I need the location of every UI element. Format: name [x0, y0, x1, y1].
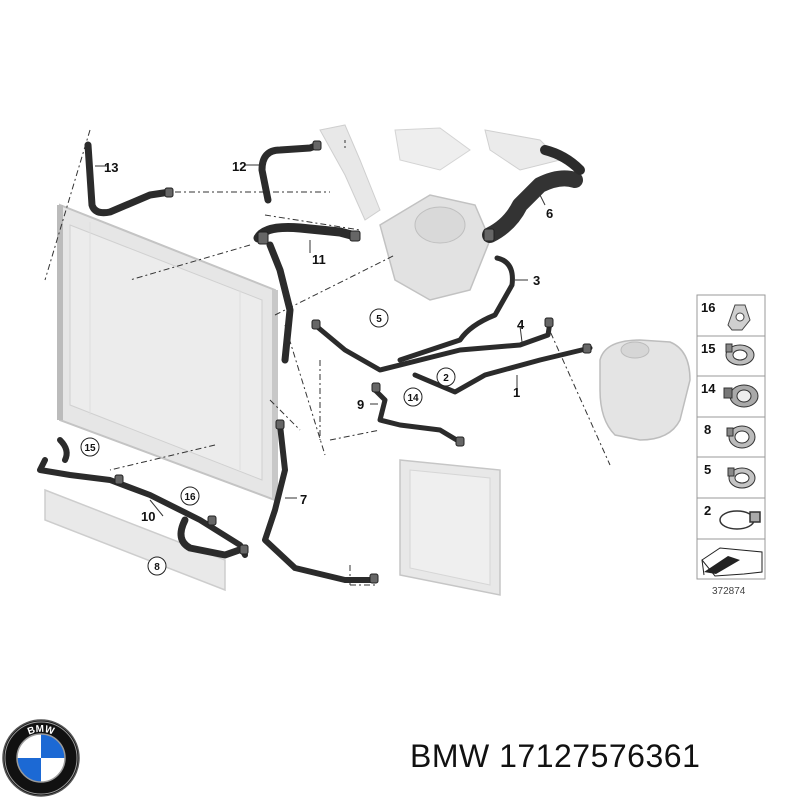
svg-text:16: 16 [184, 492, 196, 503]
brand-name: BMW [410, 738, 490, 774]
callout-13: 13 [104, 160, 118, 175]
svg-text:14: 14 [407, 393, 419, 404]
radiator [57, 203, 278, 502]
legend-item-8: 8 [704, 422, 711, 437]
clip-16-icon [727, 304, 751, 331]
clip-14-icon [723, 384, 759, 408]
callout-4: 4 [517, 317, 525, 332]
leader-lines [44, 129, 611, 586]
clip-2-icon [719, 510, 761, 530]
auxiliary-radiator [399, 459, 501, 596]
diagram-reference-number: 372874 [712, 586, 746, 597]
callout-3: 3 [533, 273, 540, 288]
svg-text:5: 5 [376, 314, 382, 325]
svg-text:2: 2 [443, 373, 449, 384]
callout-6: 6 [546, 206, 553, 221]
part-caption: BMW 17127576361 [410, 738, 700, 775]
legend-item-14: 14 [701, 381, 716, 396]
bmw-logo: BMW [2, 719, 80, 797]
callout-9: 9 [357, 397, 364, 412]
callout-8-circled: 8 [147, 556, 167, 576]
callout-10: 10 [141, 509, 155, 524]
part-number: 17127576361 [499, 738, 701, 774]
callout-11: 11 [312, 252, 326, 267]
callout-12: 12 [232, 159, 246, 174]
callout-5-circled: 5 [369, 308, 389, 328]
clip-8-icon [726, 425, 756, 449]
legend-item-16: 16 [701, 300, 715, 315]
clip-5-icon [727, 467, 756, 489]
parts-legend: 16 15 14 8 5 2 [696, 294, 766, 597]
callout-15-circled: 15 [80, 437, 100, 457]
callout-labels: 13 12 11 6 3 4 1 9 7 10 5 2 14 15 16 [80, 159, 553, 576]
svg-text:8: 8 [154, 562, 160, 573]
callout-16-circled: 16 [180, 486, 200, 506]
callout-1: 1 [513, 385, 520, 400]
svg-text:BMW: BMW [26, 724, 56, 738]
expansion-tank [599, 339, 691, 441]
callout-14-circled: 14 [403, 387, 423, 407]
turbocharger-assembly [319, 124, 561, 301]
clamp-marks [114, 140, 592, 584]
coolant-hoses [37, 141, 593, 583]
callout-7: 7 [300, 492, 307, 507]
direction-arrow-icon [696, 538, 766, 580]
oil-cooler [44, 488, 226, 592]
legend-item-15: 15 [701, 341, 715, 356]
callout-2-circled: 2 [436, 367, 456, 387]
clip-15-icon [725, 343, 755, 366]
legend-item-5: 5 [704, 462, 711, 477]
legend-item-2: 2 [704, 503, 711, 518]
svg-text:15: 15 [84, 443, 96, 454]
